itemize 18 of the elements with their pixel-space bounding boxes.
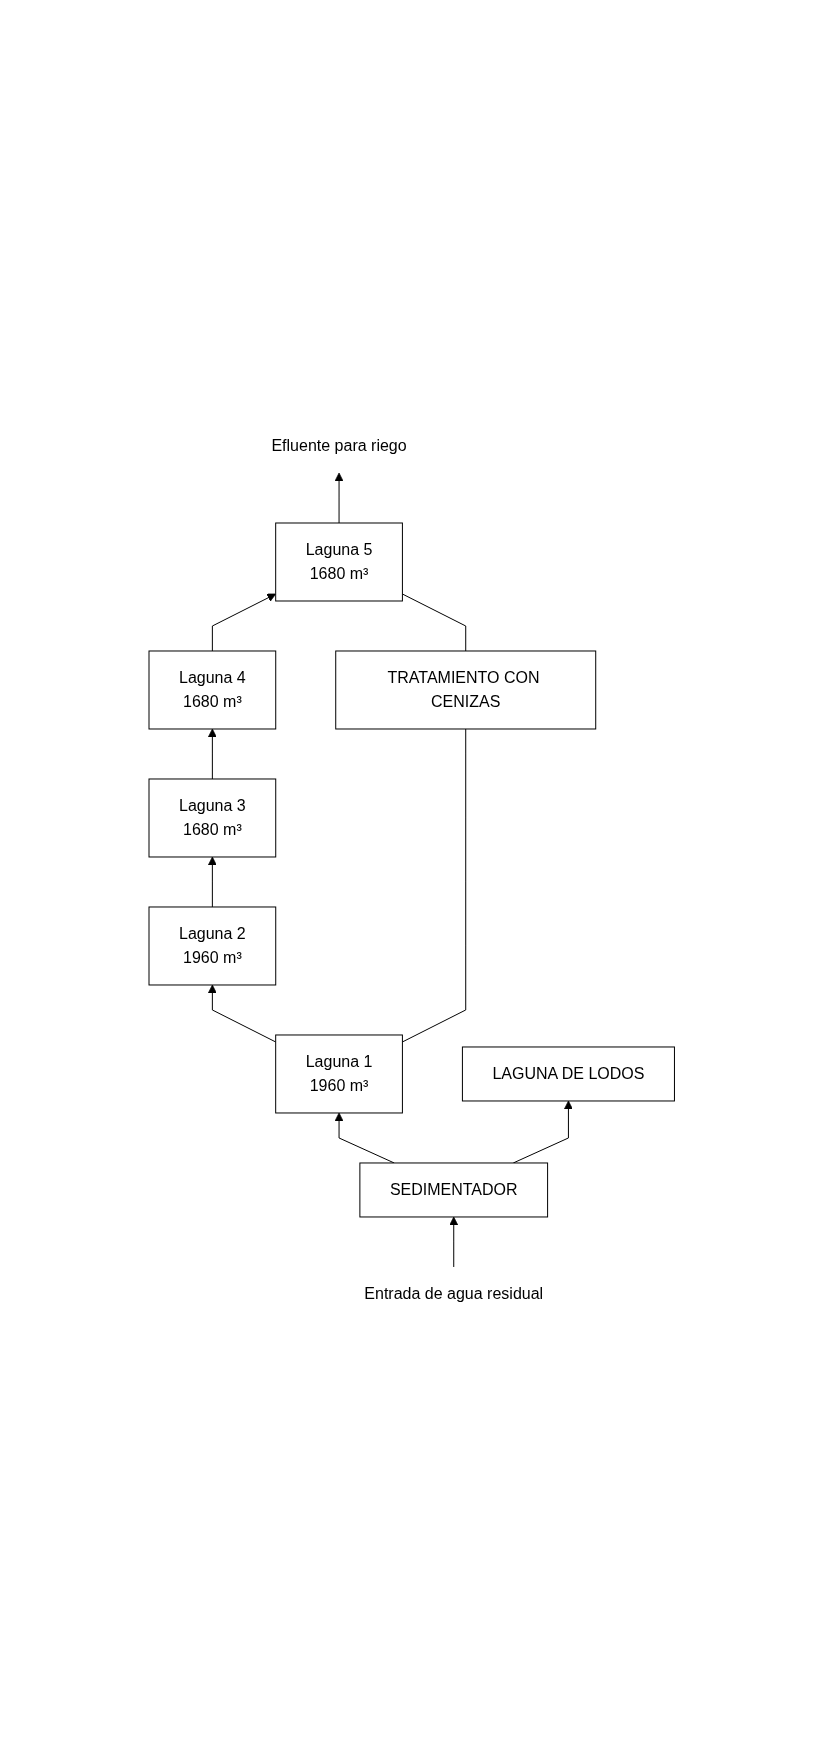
node-text: Efluente para riego [271,437,407,455]
arrow [208,856,218,908]
arrow [212,593,277,652]
node-box: Laguna 1 1960 m³ [275,1034,404,1114]
connector [402,728,467,1043]
connector [402,593,467,652]
node-text: Entrada de agua residual [364,1284,544,1302]
node-box: Laguna 5 1680 m³ [275,522,404,602]
arrow [208,728,218,780]
node-box: Laguna 4 1680 m³ [148,650,277,730]
node-box: Laguna 2 1960 m³ [148,906,277,986]
node-box: SEDIMENTADOR [359,1162,549,1218]
node-box: LAGUNA DE LODOS [462,1046,676,1102]
node-box: Laguna 3 1680 m³ [148,778,277,858]
arrow [208,984,277,1043]
arrow [449,1216,459,1268]
node-box: TRATAMIENTO CON CENIZAS [335,650,597,730]
arrow [334,472,344,524]
